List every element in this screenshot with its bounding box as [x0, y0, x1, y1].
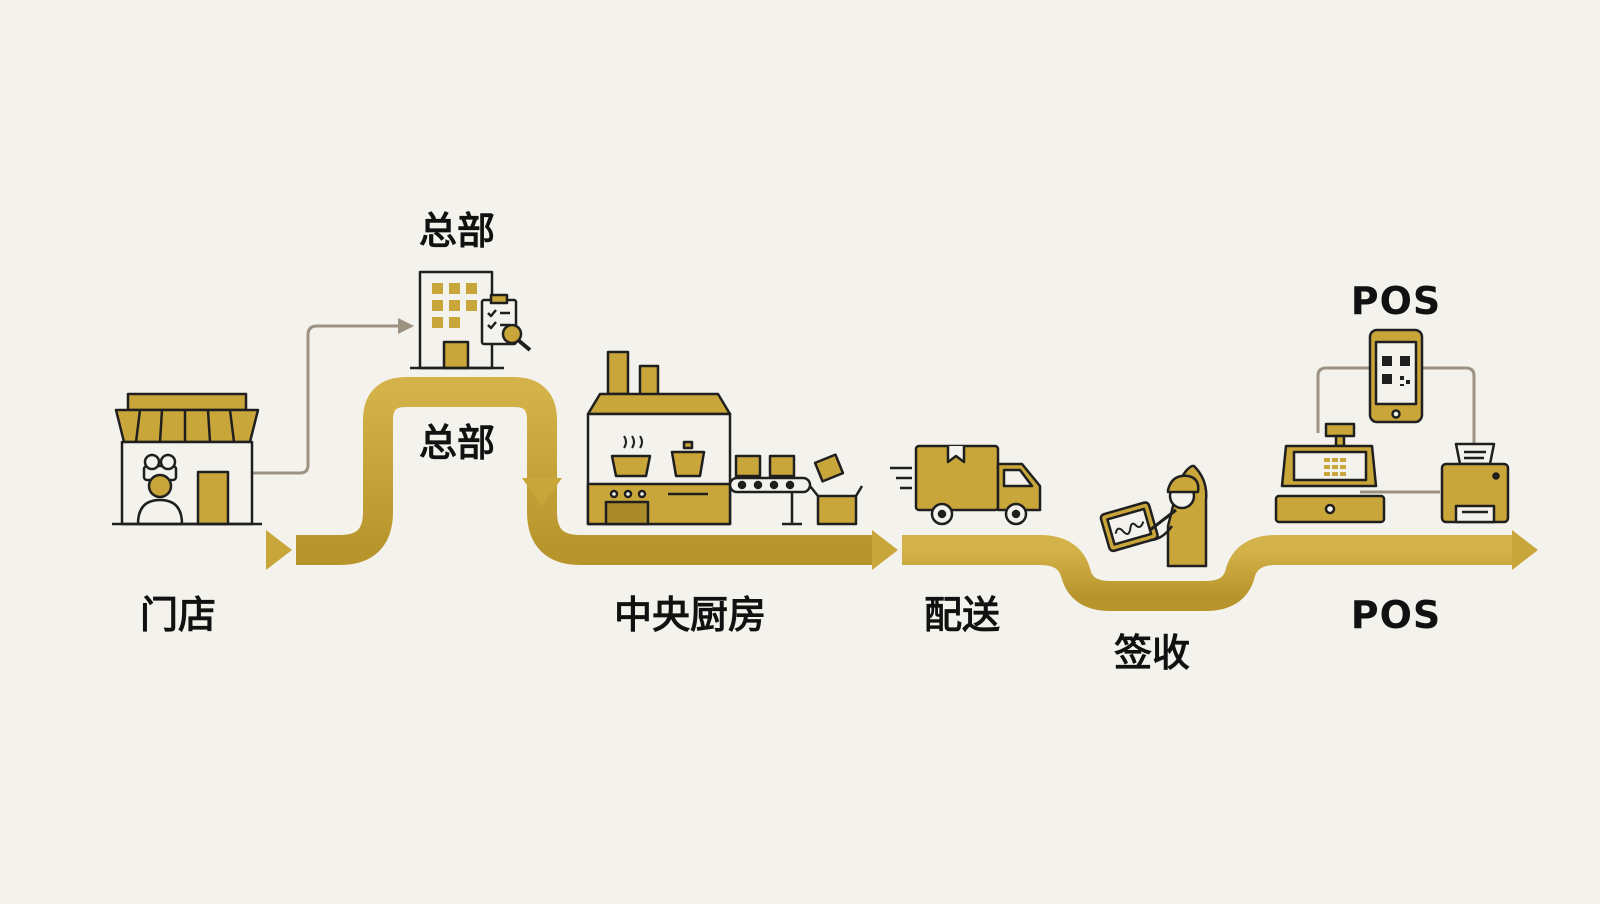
- receipt-label: 签收: [1113, 631, 1191, 675]
- connector-store-to-hq: [248, 324, 398, 475]
- cash-register-icon: [1274, 422, 1386, 524]
- receipt-printer-icon: [1440, 442, 1510, 524]
- phone-qr-icon: [1368, 328, 1424, 424]
- hq-label-top: 总部: [418, 209, 496, 253]
- pos-label-bottom: POS: [1350, 593, 1442, 637]
- connector-pos-loop: [1316, 366, 1476, 494]
- hq-label-track: 总部: [418, 421, 496, 465]
- conveyor-boxes-icon: [728, 453, 864, 526]
- factory-kitchen-icon: [586, 350, 732, 526]
- track: [65, 377, 1538, 611]
- courier-tablet-signature-icon: [1099, 464, 1208, 568]
- delivery-truck-icon: [890, 444, 1042, 526]
- central-kitchen-label: 中央厨房: [613, 593, 767, 637]
- store-label: 门店: [139, 593, 217, 637]
- pos-label-top: POS: [1350, 279, 1442, 323]
- pos-terminal-phone-printer-icon: [1274, 328, 1510, 524]
- office-building-clipboard-icon: [410, 270, 532, 370]
- connector-arrowhead-icon: [398, 318, 414, 334]
- delivery-label: 配送: [923, 593, 1001, 637]
- storefront-chef-icon: [112, 392, 262, 526]
